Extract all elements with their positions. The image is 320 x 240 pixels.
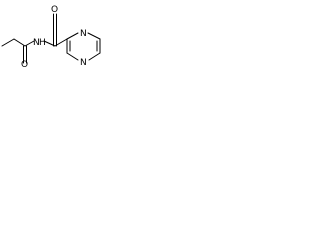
molecule-structure: O N H O N N [1,5,101,69]
ring-bond-n4-c3 [66,52,79,61]
atom-amide-nitrogen: N [33,38,40,48]
atom-oxygen-right: O [51,5,58,15]
bond-ch2-c1 [13,38,26,47]
atom-amide-hydrogen: H [39,38,46,48]
ring-bond-n1-c6 [87,32,101,40]
atom-ring-nitrogen-bottom: N [80,58,87,68]
atom-ring-nitrogen-top: N [80,29,87,39]
bond-c1-nh [24,40,35,47]
ring-bond-c2-n1 [66,32,79,40]
ring-bond-c5-n4 [88,52,101,61]
bond-ch3-ch2 [1,38,15,47]
bond-c2-ring [54,38,68,47]
atom-oxygen-left: O [21,60,28,69]
